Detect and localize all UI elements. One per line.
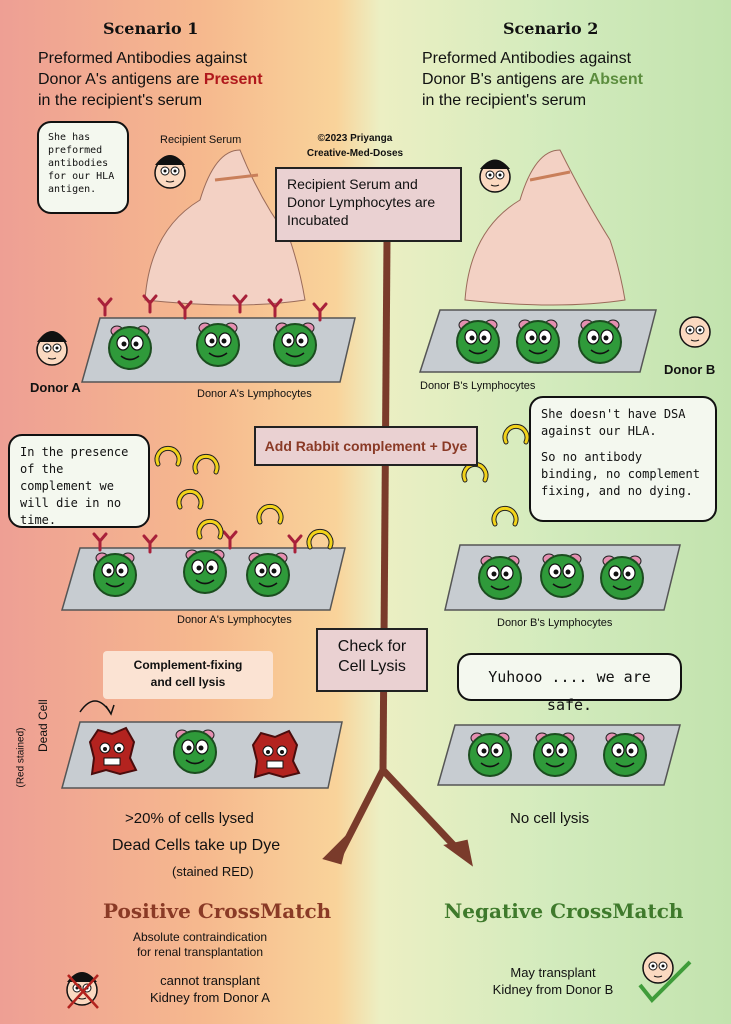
dead-cell-label: Dead Cell xyxy=(36,699,50,752)
result-no-lysis: No cell lysis xyxy=(510,810,590,827)
donor-a-lymphocytes-label-2: Donor A's Lymphocytes xyxy=(177,614,292,626)
copyright-line1: ©2023 Priyanga xyxy=(317,133,393,144)
red-stained-label: (Red stained) xyxy=(15,727,27,788)
scenario2-description: Preformed Antibodies against Donor B's a… xyxy=(422,48,722,111)
scenario1-description: Preformed Antibodies against Donor A's a… xyxy=(38,48,338,111)
donor-a-label: Donor A xyxy=(30,380,81,395)
step-incubate-box: Recipient Serum and Donor Lymphocytes ar… xyxy=(275,167,462,242)
step-check-lysis-box: Check for Cell Lysis xyxy=(316,628,428,692)
negative-sub2: Kidney from Donor B xyxy=(492,982,614,997)
donor-b-lymphocytes-label: Donor B's Lymphocytes xyxy=(420,380,536,392)
complement-fixing-label: Complement-fixing and cell lysis xyxy=(103,651,273,699)
result-stained-red: (stained RED) xyxy=(172,864,254,879)
scenario1-line3: in the recipient's serum xyxy=(38,92,203,109)
step3-line1: Check for xyxy=(337,638,407,655)
scenario1-title: Scenario 1 xyxy=(103,19,199,38)
positive-sub4: Kidney from Donor A xyxy=(150,990,270,1005)
negative-may-transplant: May transplant Kidney from Donor B xyxy=(468,964,638,998)
present-highlight: Present xyxy=(203,71,263,88)
scenario2-line2-prefix: Donor B's antigens are xyxy=(422,71,589,88)
recipient-serum-label: Recipient Serum xyxy=(160,134,242,146)
scenario1-line2-prefix: Donor A's antigens are xyxy=(38,71,204,88)
positive-cannot-transplant: cannot transplant Kidney from Donor A xyxy=(110,972,310,1006)
bubble-presence: In the presence of the complement we wil… xyxy=(8,434,150,528)
complement-fixing-line1: Complement-fixing xyxy=(133,658,243,672)
donor-a-lymphocytes-label: Donor A's Lymphocytes xyxy=(197,388,312,400)
copyright: ©2023 Priyanga Creative-Med-Doses xyxy=(300,133,410,159)
bubble-no-dsa: She doesn't have DSA against our HLA. So… xyxy=(529,396,717,522)
bubble-she-has: She has preformed antibodies for our HLA… xyxy=(37,121,129,214)
step3-line2: Cell Lysis xyxy=(338,658,406,675)
bubble-yuhoo: Yuhooo .... we are safe. xyxy=(457,653,682,714)
bubble-no-dsa-line2: So no antibody binding, no complement fi… xyxy=(541,450,700,498)
bubble-no-dsa-line1: She doesn't have DSA against our HLA. xyxy=(541,407,686,438)
positive-crossmatch-title: Positive CrossMatch xyxy=(103,899,332,923)
positive-sub2: for renal transplantation xyxy=(136,945,264,959)
positive-sub3: cannot transplant xyxy=(160,973,260,988)
step-add-complement-box: Add Rabbit complement + Dye xyxy=(254,426,478,466)
scenario2-title: Scenario 2 xyxy=(503,19,599,38)
donor-b-label: Donor B xyxy=(664,362,716,377)
complement-fixing-line2: and cell lysis xyxy=(150,675,226,689)
scenario1-line2: Donor A's antigens are Present xyxy=(38,69,338,90)
negative-sub1: May transplant xyxy=(510,965,596,980)
result-lysed: >20% of cells lysed xyxy=(125,810,254,827)
negative-crossmatch-title: Negative CrossMatch xyxy=(444,899,684,923)
positive-contraindication: Absolute contraindication for renal tran… xyxy=(100,930,300,960)
scenario1-line1: Preformed Antibodies against xyxy=(38,50,248,67)
scenario2-line3: in the recipient's serum xyxy=(422,92,587,109)
absent-highlight: Absent xyxy=(588,71,643,88)
copyright-line2: Creative-Med-Doses xyxy=(306,148,404,159)
scenario2-line1: Preformed Antibodies against xyxy=(422,50,632,67)
scenario2-line2: Donor B's antigens are Absent xyxy=(422,69,722,90)
donor-b-lymphocytes-label-2: Donor B's Lymphocytes xyxy=(497,617,613,629)
result-dye: Dead Cells take up Dye xyxy=(112,837,281,854)
positive-sub1: Absolute contraindication xyxy=(132,930,268,944)
